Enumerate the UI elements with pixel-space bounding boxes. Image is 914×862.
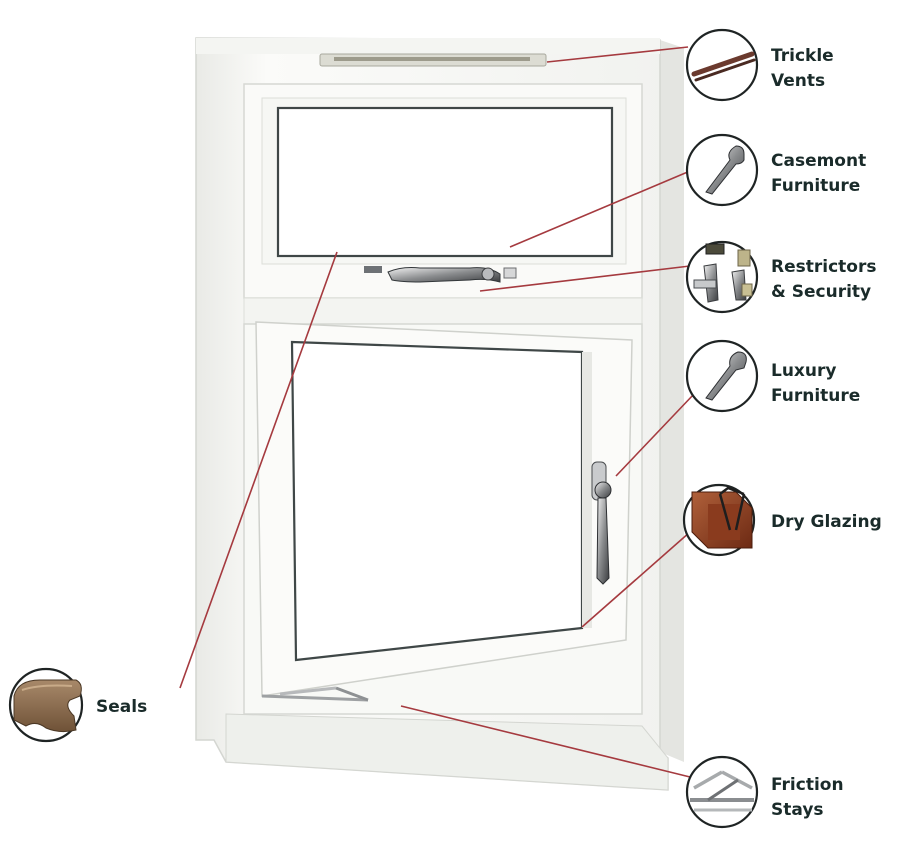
label-friction-stays: Friction Stays [771, 775, 844, 820]
top-casement-handle [364, 266, 517, 283]
leader-trickle-vents [546, 46, 689, 63]
label-luxury-furniture: Luxury Furniture [771, 361, 861, 406]
lower-glass-pane [290, 340, 584, 662]
sash-edge [582, 352, 592, 628]
restrictor-hardware-icon [685, 240, 759, 314]
trickle-vent-slot [334, 57, 530, 61]
label-restrictors-security: Restrictors & Security [771, 257, 877, 302]
label-dry-glazing: Dry Glazing [771, 512, 882, 532]
side-window-handle [591, 461, 612, 585]
friction-stay-icon [685, 755, 759, 829]
casement-handle-icon [685, 133, 759, 207]
label-trickle-vents: Trickle Vents [771, 46, 834, 91]
leader-dry-glazing [581, 531, 691, 628]
leader-luxury-furniture [615, 393, 695, 477]
leader-restrictors-security [479, 265, 691, 292]
seal-gasket-icon [8, 667, 84, 743]
label-casement-furniture: Casemont Furniture [771, 151, 867, 196]
luxury-handle-icon [685, 339, 759, 413]
trickle-vent-icon [685, 28, 759, 102]
label-seals: Seals [96, 697, 148, 717]
frame-sill [225, 713, 669, 791]
transom-bar [243, 297, 643, 325]
frame-head [196, 38, 660, 54]
leader-seals [179, 251, 338, 689]
frame-depth-side [660, 40, 684, 762]
leader-lines [179, 46, 695, 778]
glazing-profile-icon [682, 483, 756, 557]
top-glass-pane [276, 106, 614, 258]
window-illustration [195, 37, 684, 791]
leader-friction-stays [400, 705, 691, 778]
friction-stay-hardware [261, 686, 369, 702]
leader-casement-furniture [509, 170, 691, 248]
